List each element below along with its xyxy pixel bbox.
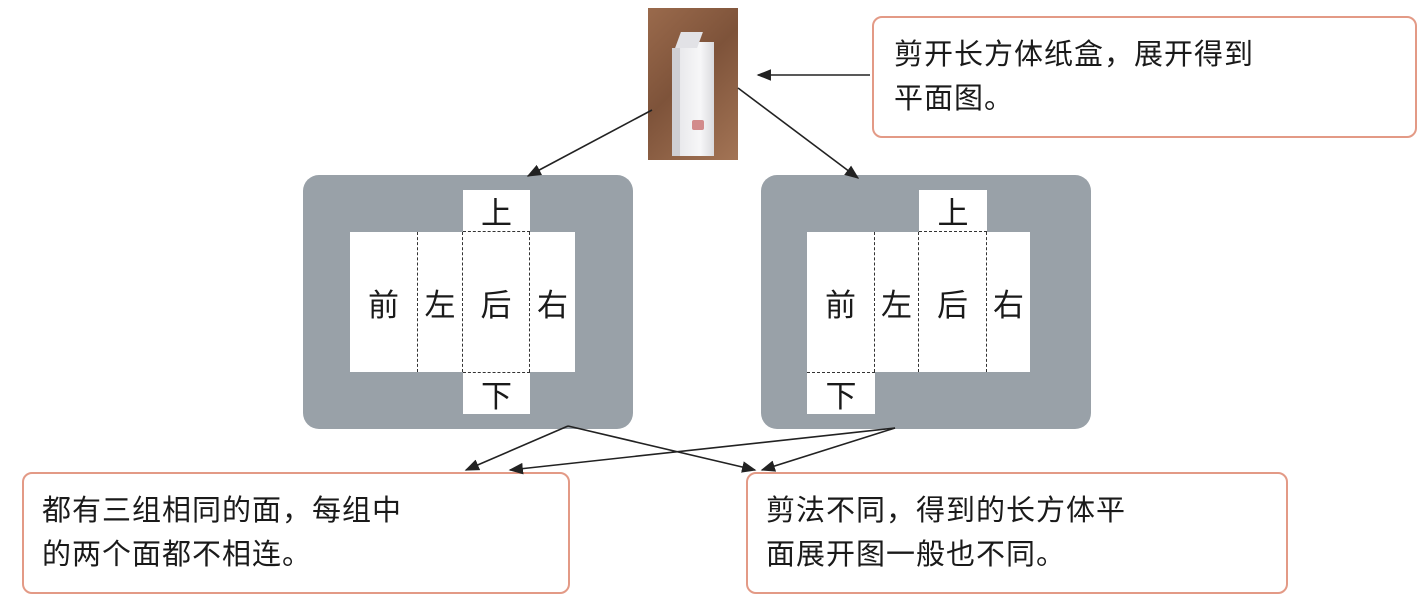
box-label-mark xyxy=(692,120,704,130)
box-front xyxy=(680,42,714,156)
arrow-net-a-to-left xyxy=(464,425,569,471)
callout-three-pairs: 都有三组相同的面，每组中 的两个面都不相连。 xyxy=(22,472,570,594)
arrow-net-b-to-left xyxy=(508,427,896,475)
arrow-net-b-to-right xyxy=(760,427,896,472)
callout-cut-box: 剪开长方体纸盒，展开得到 平面图。 xyxy=(872,16,1417,138)
net-a-face-bottom: 下 xyxy=(463,372,530,415)
net-b-face-back: 后 xyxy=(919,232,987,372)
callout-line: 都有三组相同的面，每组中 xyxy=(42,493,403,527)
callout-line: 剪开长方体纸盒，展开得到 xyxy=(894,37,1255,71)
net-a-face-top: 上 xyxy=(463,190,530,232)
arrow-net-a-to-right xyxy=(567,425,757,473)
net-b-face-top: 上 xyxy=(919,190,987,232)
arrow-photo-to-net-b xyxy=(737,87,860,179)
net-a-face-left: 左 xyxy=(418,232,463,372)
box-side xyxy=(672,48,682,156)
callout-line: 面展开图一般也不同。 xyxy=(766,537,1067,571)
box-photo xyxy=(648,8,738,160)
net-a-face-right: 右 xyxy=(530,232,575,372)
callout-line: 剪法不同，得到的长方体平 xyxy=(766,493,1127,527)
callout-line: 的两个面都不相连。 xyxy=(42,537,313,571)
net-b-face-bottom: 下 xyxy=(807,372,875,415)
net-panel-a: 上 前 左 后 右 下 xyxy=(303,175,633,429)
net-b-face-front: 前 xyxy=(807,232,875,372)
arrow-photo-to-net-a xyxy=(526,109,653,177)
net-b-face-right: 右 xyxy=(987,232,1030,372)
net-panel-b: 上 前 左 后 右 下 xyxy=(761,175,1091,429)
callout-line: 平面图。 xyxy=(894,81,1015,115)
net-b-face-left: 左 xyxy=(875,232,919,372)
net-a-face-front: 前 xyxy=(350,232,418,372)
net-a-face-back: 后 xyxy=(463,232,530,372)
callout-different-cuts: 剪法不同，得到的长方体平 面展开图一般也不同。 xyxy=(746,472,1288,594)
